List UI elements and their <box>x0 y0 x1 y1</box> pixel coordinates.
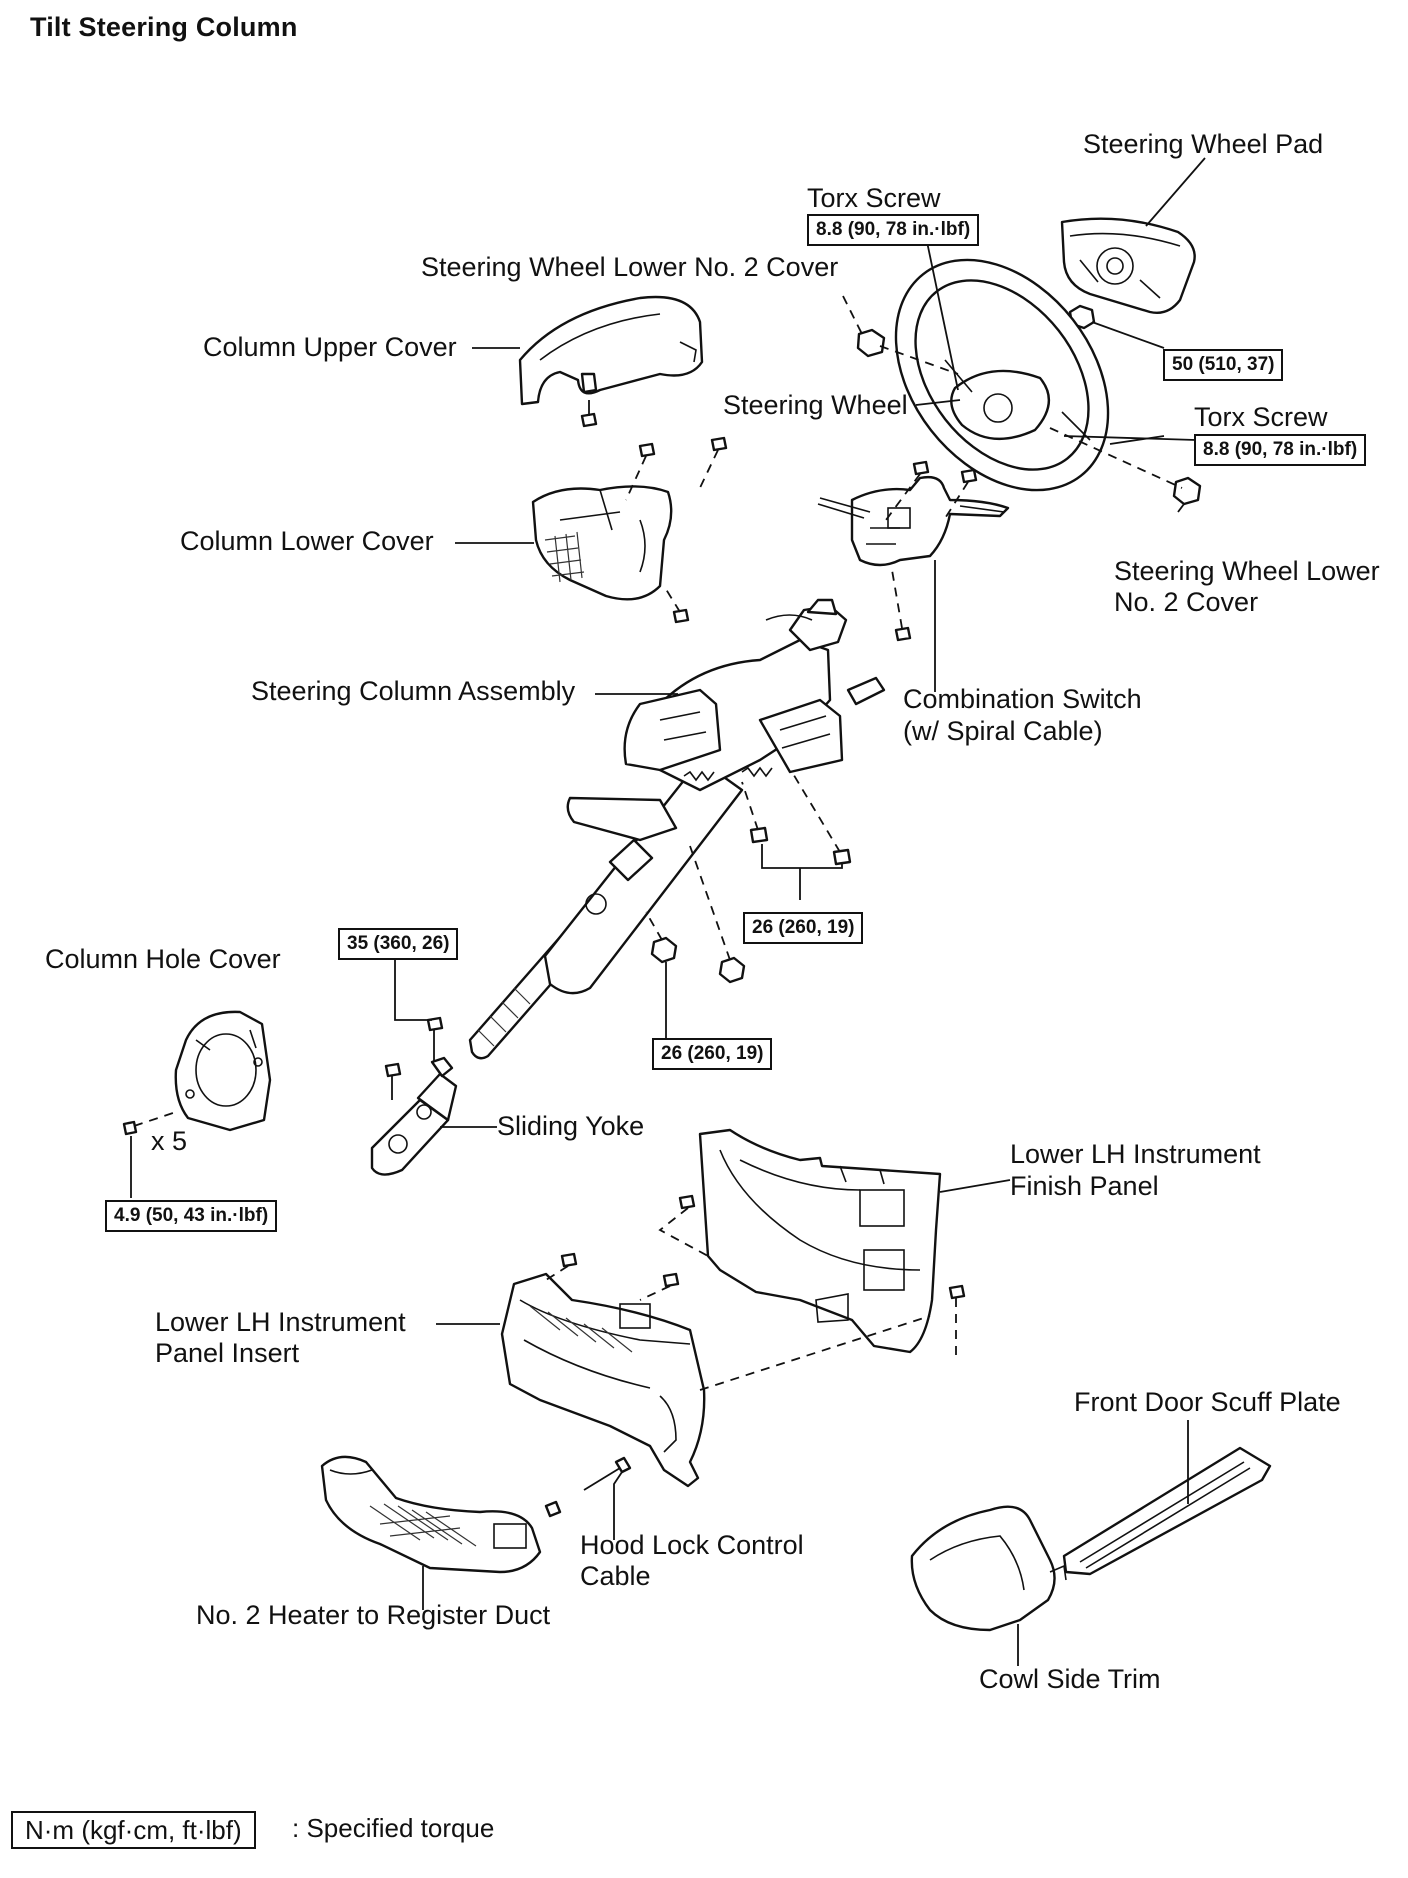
label-finish-panel-1: Lower LH Instrument <box>1010 1139 1261 1169</box>
column-hole-cover-drawing <box>174 1010 272 1132</box>
label-lower-no2-cover-right-2: No. 2 Cover <box>1114 587 1259 617</box>
hood-lock-cable-drawing <box>583 1456 632 1491</box>
lower-no2-cover-top-drawing <box>856 328 886 358</box>
label-panel-insert-2: Panel Insert <box>155 1338 300 1368</box>
sliding-yoke-drawing <box>370 1056 458 1176</box>
label-panel-insert-1: Lower LH Instrument <box>155 1307 406 1337</box>
hole-cover-screw-drawing <box>122 1111 177 1136</box>
label-column-upper-cover: Column Upper Cover <box>203 332 457 362</box>
lower-cover-screws-drawing <box>625 436 728 624</box>
torque-torx-right: 8.8 (90, 78 in.·lbf) <box>1194 434 1367 466</box>
column-nuts-drawing <box>645 845 746 984</box>
label-heater-duct: No. 2 Heater to Register Duct <box>196 1600 551 1630</box>
label-cowl-side-trim: Cowl Side Trim <box>979 1664 1161 1694</box>
torque-hole-cover-screws: 4.9 (50, 43 in.·lbf) <box>105 1200 278 1232</box>
finish-panel-screws-drawing <box>658 1194 966 1356</box>
legend-description: : Specified torque <box>292 1813 495 1843</box>
heater-duct-drawing <box>320 1455 562 1574</box>
column-upper-cover-drawing <box>518 295 704 406</box>
label-sliding-yoke: Sliding Yoke <box>497 1111 645 1141</box>
label-hood-lock-cable-2: Cable <box>580 1561 651 1591</box>
label-torx-screw-top: Torx Screw <box>807 183 941 213</box>
label-column-lower-cover: Column Lower Cover <box>180 526 434 556</box>
combination-switch-drawing <box>817 475 1010 567</box>
label-times-five: x 5 <box>151 1126 188 1156</box>
label-column-hole-cover: Column Hole Cover <box>45 944 281 974</box>
label-lower-no2-cover-right-1: Steering Wheel Lower <box>1114 556 1380 586</box>
lower-lh-finish-panel-drawing <box>698 1128 942 1354</box>
label-finish-panel-2: Finish Panel <box>1010 1171 1159 1201</box>
torque-column-bolts: 26 (260, 19) <box>743 912 864 944</box>
label-lower-no2-cover-top: Steering Wheel Lower No. 2 Cover <box>421 252 839 282</box>
cowl-side-trim-drawing <box>910 1505 1067 1632</box>
upper-cover-screw-drawing <box>580 400 598 428</box>
label-steering-wheel-pad: Steering Wheel Pad <box>1083 129 1324 159</box>
torque-torx-top: 8.8 (90, 78 in.·lbf) <box>807 214 980 246</box>
column-bolts-drawing <box>741 771 852 866</box>
label-steering-column-assembly: Steering Column Assembly <box>251 676 576 706</box>
steering-column-assembly-drawing <box>468 598 886 1060</box>
label-front-door-scuff-plate: Front Door Scuff Plate <box>1074 1387 1341 1417</box>
torque-pad-nut: 50 (510, 37) <box>1163 349 1284 381</box>
panel-insert-screws-drawing <box>545 1252 931 1391</box>
switch-screws-drawing <box>885 460 978 642</box>
label-combination-switch-2: (w/ Spiral Cable) <box>903 716 1103 746</box>
front-door-scuff-plate-drawing <box>1062 1446 1272 1576</box>
lower-lh-panel-insert-drawing <box>500 1272 706 1488</box>
page-title: Tilt Steering Column <box>30 12 298 42</box>
yoke-bolts-drawing <box>384 1016 444 1100</box>
legend-unit-box: N·m (kgf·cm, ft·lbf) <box>11 1811 256 1849</box>
steering-wheel-drawing <box>894 258 1110 492</box>
column-lower-cover-drawing <box>531 485 673 601</box>
steering-wheel-pad-drawing <box>1060 217 1196 314</box>
label-combination-switch-1: Combination Switch <box>903 684 1142 714</box>
label-steering-wheel: Steering Wheel <box>723 390 908 420</box>
lower-no2-cover-right-drawing <box>1172 476 1202 506</box>
torque-column-nuts: 26 (260, 19) <box>652 1038 773 1070</box>
torque-yoke-bolts: 35 (360, 26) <box>338 928 459 960</box>
label-torx-screw-right: Torx Screw <box>1194 402 1328 432</box>
leader-lines <box>130 157 1206 1666</box>
label-hood-lock-cable-1: Hood Lock Control <box>580 1530 804 1560</box>
